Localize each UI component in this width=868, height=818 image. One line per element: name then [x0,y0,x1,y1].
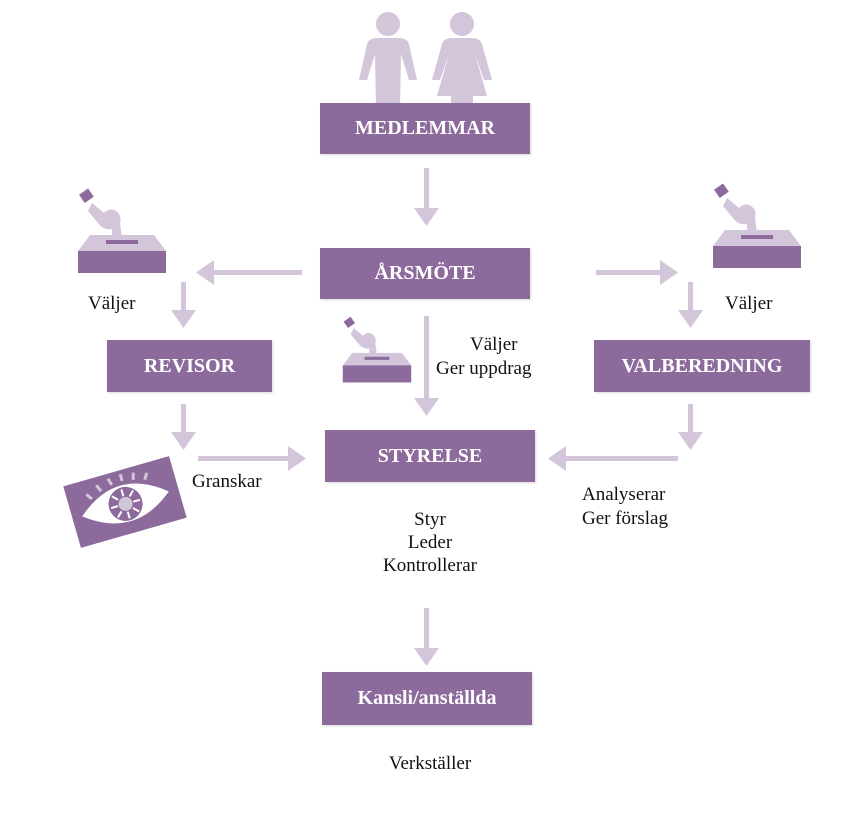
box-revisor: REVISOR [107,340,272,392]
label-valjer-right: Väljer [725,293,773,314]
label-verkstaller: Verkställer [388,753,472,774]
label-styr: Styr [414,509,446,530]
box-arsmote: ÅRSMÖTE [320,248,530,299]
label-granskar: Granskar [192,471,262,492]
arrow-arsmote-styrelse [414,316,439,416]
arrow-to-valberedning [678,282,703,328]
box-medlemmar: MEDLEMMAR [320,103,530,154]
arrow-to-revisor [171,282,196,328]
arrow-arsmote-right [596,260,678,285]
label-analyserar: Analyserar [582,484,666,505]
box-styrelse: STYRELSE [325,430,535,482]
box-kansli: Kansli/anställda [322,672,532,725]
arrow-granskar-styrelse [198,446,306,471]
label-valjer-left: Väljer [88,293,136,314]
label-kontrollerar: Kontrollerar [383,555,477,576]
label-valjer-center: Väljer [470,334,518,355]
ballot-box-icon [342,316,412,383]
ballot-box-icon [78,188,166,273]
arrow-arsmote-left [196,260,302,285]
label-leder: Leder [407,532,453,553]
arrow-medlemmar-arsmote [414,168,439,226]
arrow-analyserar-styrelse [548,446,678,471]
ballot-box-icon [713,183,801,268]
arrow-styrelse-kansli [414,608,439,666]
eye-icon [63,456,187,548]
people-icon [359,12,492,106]
label-ger-uppdrag: Ger uppdrag [436,358,532,379]
arrow-revisor-down [171,404,196,450]
arrow-valberedning-down [678,404,703,450]
box-valberedning: VALBEREDNING [594,340,810,392]
label-ger-forslag: Ger förslag [582,508,668,529]
label-styrelse-roles: Styr Leder Kontrollerar [330,508,530,577]
